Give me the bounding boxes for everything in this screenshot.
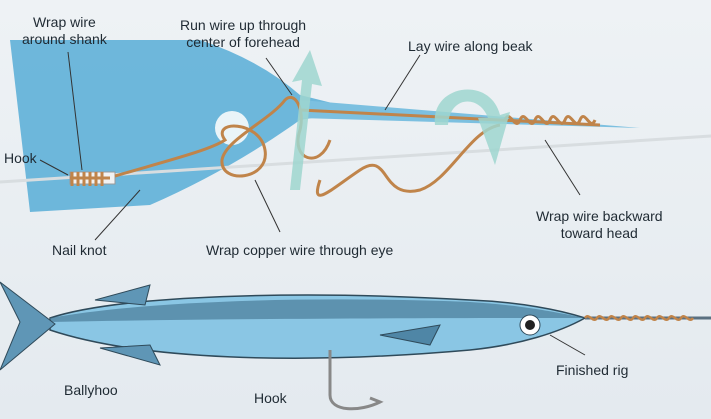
label-nail-knot: Nail knot: [52, 242, 107, 258]
label-line: Wrap wire backward: [536, 208, 663, 224]
label-lay-wire: Lay wire along beak: [408, 38, 533, 54]
curved-arrow-icon: [434, 89, 510, 165]
label-line: Run wire up through: [180, 17, 307, 33]
label-line: around shank: [22, 31, 107, 47]
up-arrow-icon: [290, 50, 322, 190]
label-line: Wrap wire: [33, 14, 96, 30]
label-finished-rig: Finished rig: [556, 362, 629, 378]
label-line: center of forehead: [186, 34, 300, 50]
label-hook-top: Hook: [4, 150, 37, 166]
fish-tail: [0, 281, 56, 371]
label-ballyhoo: Ballyhoo: [64, 382, 118, 398]
label-pointers: [39, 51, 586, 356]
beak-closeup: [300, 100, 640, 128]
label-wrap-eye: Wrap copper wire through eye: [206, 242, 394, 258]
finished-rig-wire: [583, 315, 695, 321]
label-hook-bottom: Hook: [254, 390, 287, 406]
bottom-hook: [328, 350, 384, 411]
ballyhoo-head-closeup: [10, 40, 360, 212]
label-line: toward head: [560, 225, 638, 241]
